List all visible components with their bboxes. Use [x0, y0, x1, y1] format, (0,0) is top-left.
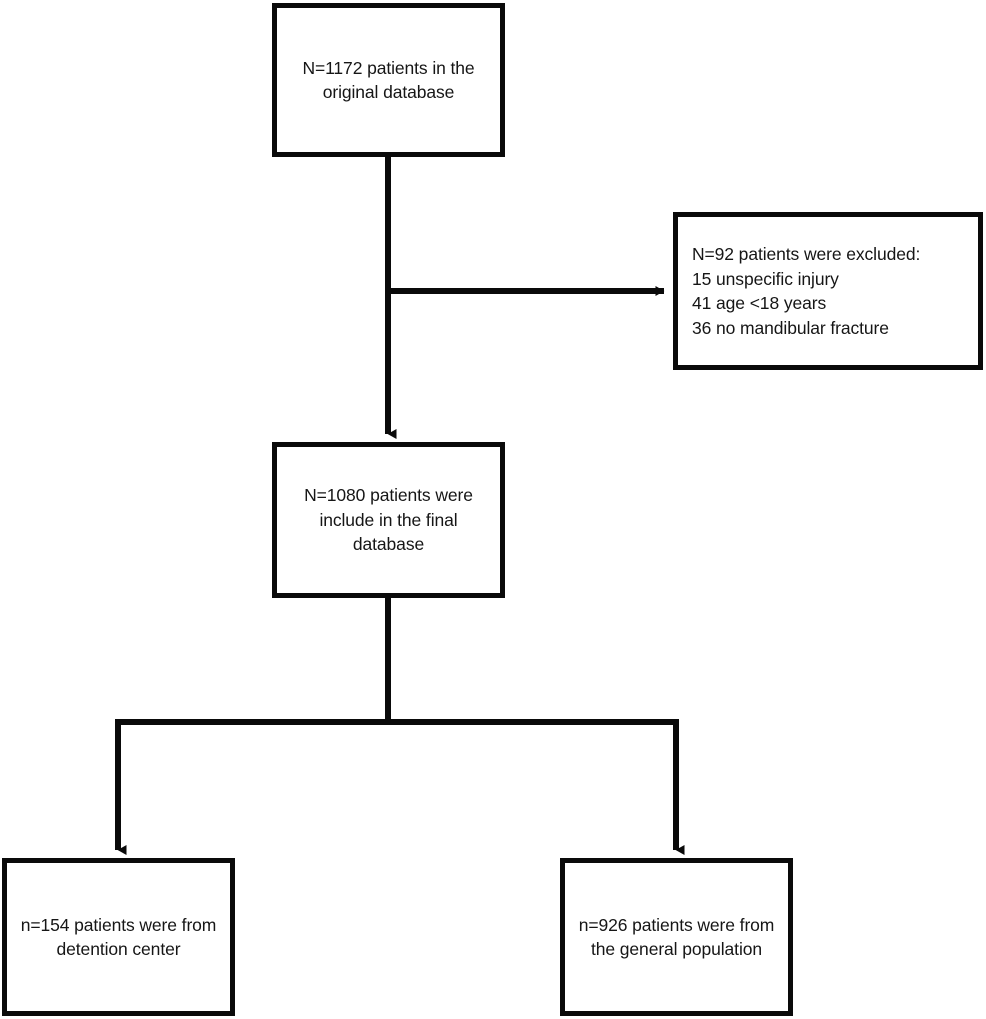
node-general-population-group-label: n=926 patients were from the general pop… [578, 914, 775, 960]
node-detention-center-group-label: n=154 patients were from detention cente… [20, 914, 217, 960]
node-source-database: N=1172 patients in the original database [272, 3, 505, 157]
node-detention-center-group: n=154 patients were from detention cente… [2, 858, 235, 1016]
node-included-patients: N=1080 patients were include in the fina… [272, 442, 505, 598]
node-excluded-patients-label: N=92 patients were excluded: 15 unspecif… [692, 244, 921, 338]
node-excluded-patients: N=92 patients were excluded: 15 unspecif… [673, 212, 983, 370]
node-source-database-label: N=1172 patients in the original database [302, 57, 475, 103]
node-included-patients-label: N=1080 patients were include in the fina… [304, 485, 473, 555]
node-general-population-group: n=926 patients were from the general pop… [560, 858, 793, 1016]
